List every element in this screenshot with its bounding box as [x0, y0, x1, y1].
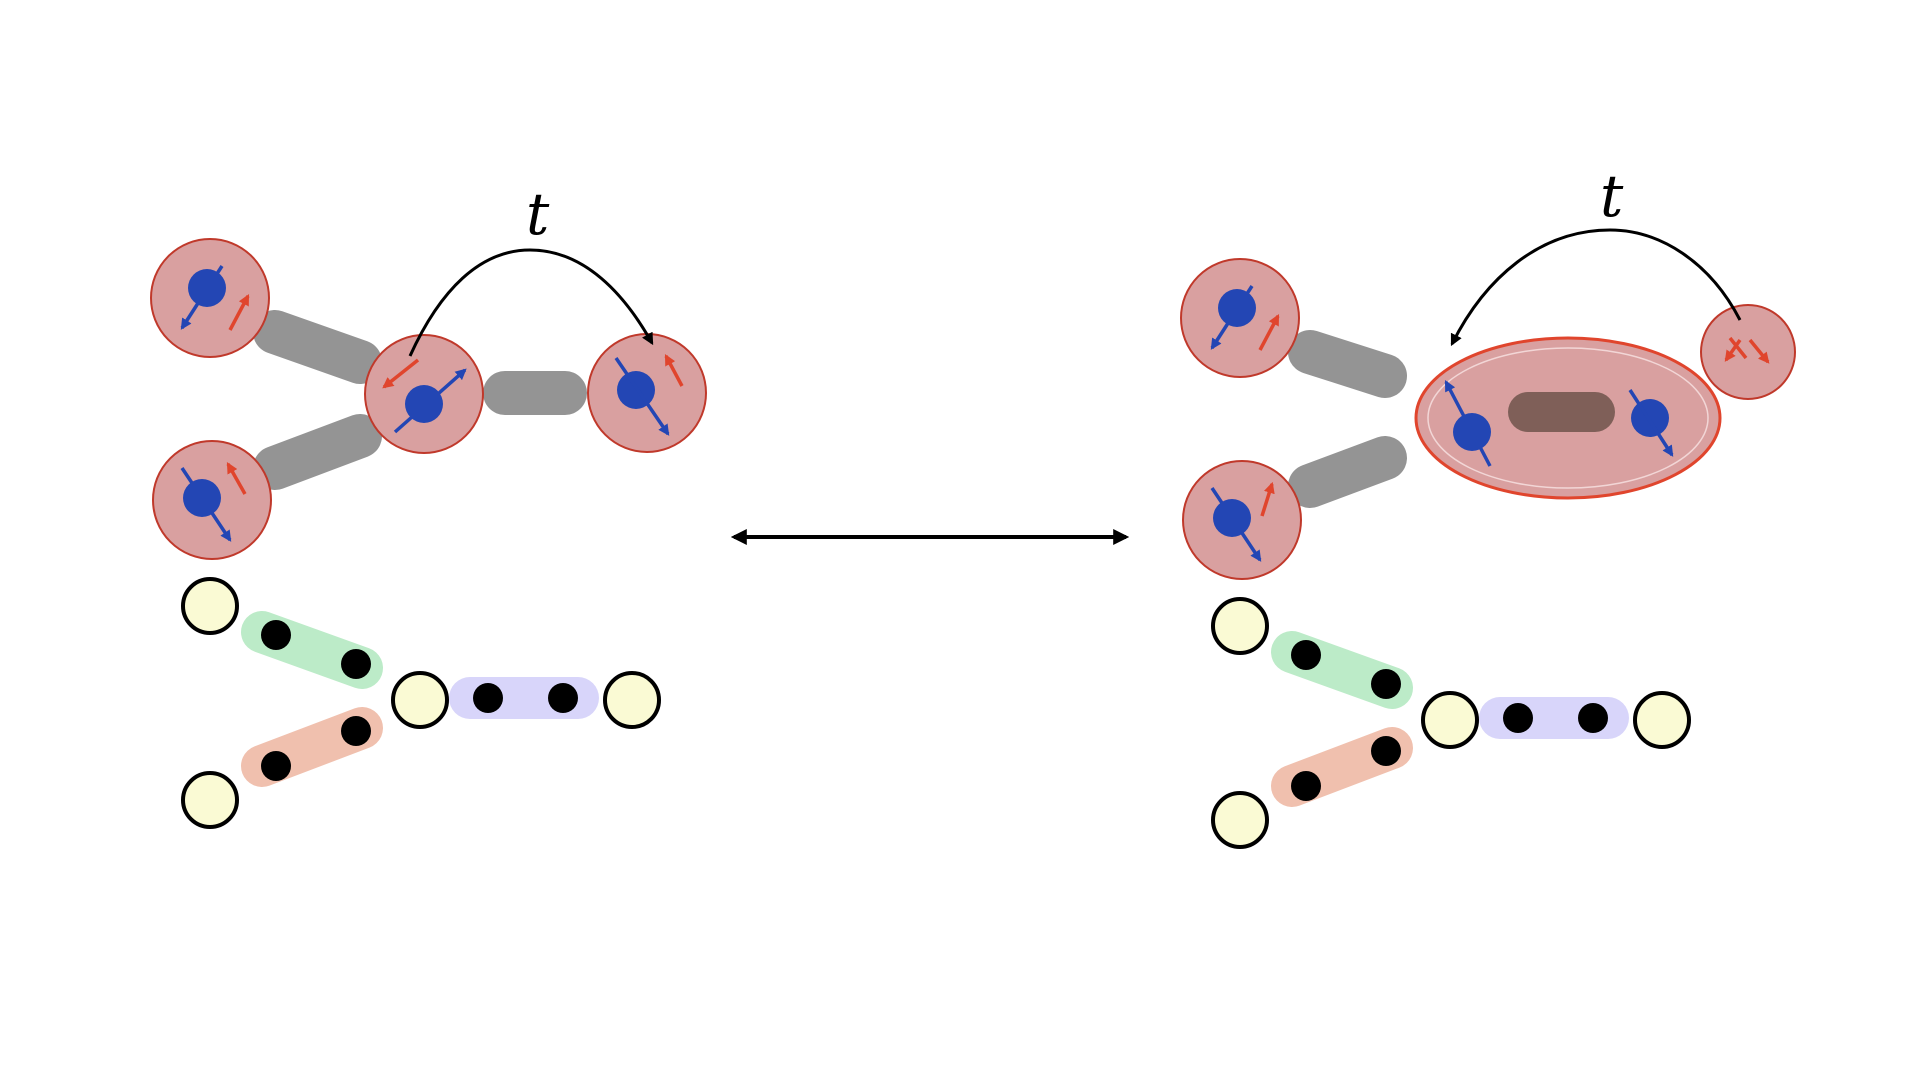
- electron-dot: [1371, 669, 1401, 699]
- electron-dot: [261, 751, 291, 781]
- spin-red-up: [226, 462, 247, 495]
- spin-red-up: [1258, 314, 1280, 351]
- bond-diagram: [1211, 597, 1691, 849]
- lattice-site: [1421, 691, 1479, 749]
- electron-dot: [261, 620, 291, 650]
- hopping-label: t: [526, 180, 550, 248]
- hopping-arrow: [1450, 228, 1742, 347]
- right-panel: t: [1180, 162, 1796, 849]
- site: [1182, 460, 1302, 580]
- electron-dot: [1503, 703, 1533, 733]
- site: [150, 238, 270, 358]
- electron-dot: [473, 683, 503, 713]
- electron-dot: [548, 683, 578, 713]
- spin-red-up: [1260, 481, 1275, 517]
- spin-blue-down: [180, 467, 232, 542]
- site: [1180, 258, 1300, 378]
- lattice-site: [1633, 691, 1691, 749]
- lattice-site: [1211, 791, 1269, 849]
- site: [1700, 304, 1796, 400]
- electron-dot: [341, 716, 371, 746]
- electron-dot: [1578, 703, 1608, 733]
- spin-blue-up: [1444, 380, 1492, 467]
- electron-dot: [1291, 640, 1321, 670]
- spin-blue-down: [1628, 389, 1674, 457]
- lattice-site: [603, 671, 661, 729]
- bond-gray: [1288, 436, 1407, 508]
- dimer-site: [1414, 336, 1722, 500]
- hopping-arrow: [408, 248, 654, 357]
- spin-red-pair: [1724, 336, 1770, 364]
- bond-diagram: [181, 577, 661, 829]
- lattice-site: [181, 577, 239, 635]
- spin-blue-down: [1210, 487, 1262, 562]
- site: [152, 440, 272, 560]
- site: [587, 333, 707, 453]
- spin-red-down: [382, 358, 420, 389]
- spin-red-up: [664, 354, 684, 387]
- site: [364, 334, 484, 454]
- lattice-site: [391, 671, 449, 729]
- lattice-site: [1211, 597, 1269, 655]
- spin-blue-down: [614, 357, 670, 436]
- spin-blue-down: [1210, 285, 1256, 350]
- spin-red-up: [228, 294, 250, 331]
- bond-gray: [1288, 330, 1407, 398]
- spin-blue-down: [180, 265, 226, 330]
- electron-dot: [1371, 736, 1401, 766]
- electron-dot: [341, 649, 371, 679]
- hopping-label: t: [1600, 162, 1624, 230]
- bond-gray: [253, 310, 382, 384]
- electron-dot: [1291, 771, 1321, 801]
- spin-blue-up: [393, 368, 467, 434]
- left-panel: t: [150, 180, 707, 829]
- bond-gray: [253, 414, 382, 490]
- lattice-site: [181, 771, 239, 829]
